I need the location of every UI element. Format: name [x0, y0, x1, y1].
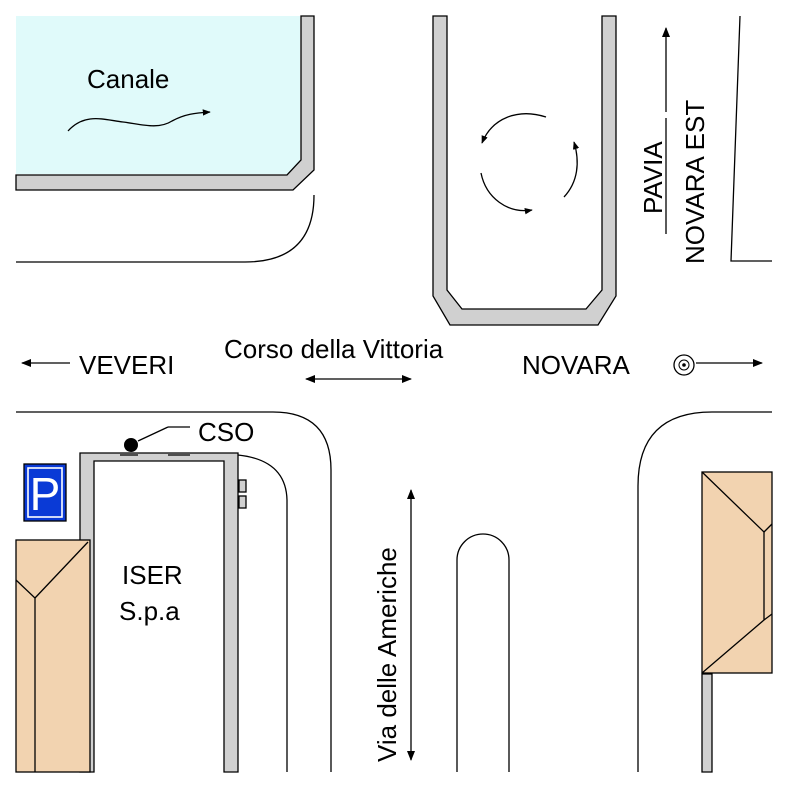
north-destination-2-label: NOVARA EST: [680, 100, 710, 264]
east-destination-label: NOVARA: [522, 350, 631, 380]
company-name-line-2: S.p.a: [119, 596, 180, 626]
top-right-road-edge: [730, 15, 772, 262]
left-house: [15, 539, 91, 773]
roundabout-icon: [480, 113, 580, 215]
cso-point-icon: [124, 426, 190, 452]
target-icon: [673, 354, 695, 376]
west-destination-label: VEVERI: [79, 350, 174, 380]
iser-building: [79, 452, 288, 773]
canal-flow-arrow: [67, 109, 211, 132]
bottom-left-road-edge: [16, 411, 332, 772]
canal-road-edge: [16, 194, 315, 263]
island-wall: [432, 15, 617, 326]
company-name-line-1: ISER: [122, 560, 183, 590]
median-island: [456, 533, 510, 772]
north-destination-1-label: PAVIA: [638, 141, 668, 214]
canal-water: [16, 16, 300, 174]
canal-label: Canale: [87, 64, 169, 94]
canal-block: [15, 15, 315, 263]
cso-label: CSO: [198, 417, 254, 447]
parking-label: P: [30, 468, 61, 520]
bottom-right-road-edge: [637, 411, 772, 772]
side-street-label: Via delle Americhe: [372, 547, 402, 762]
right-house: [701, 471, 773, 773]
iser-lot-edge: [237, 454, 288, 772]
roundabout-island: [432, 15, 617, 326]
parking-icon: [23, 463, 67, 522]
main-street-label: Corso della Vittoria: [224, 334, 444, 364]
canal-wall: [15, 15, 315, 191]
